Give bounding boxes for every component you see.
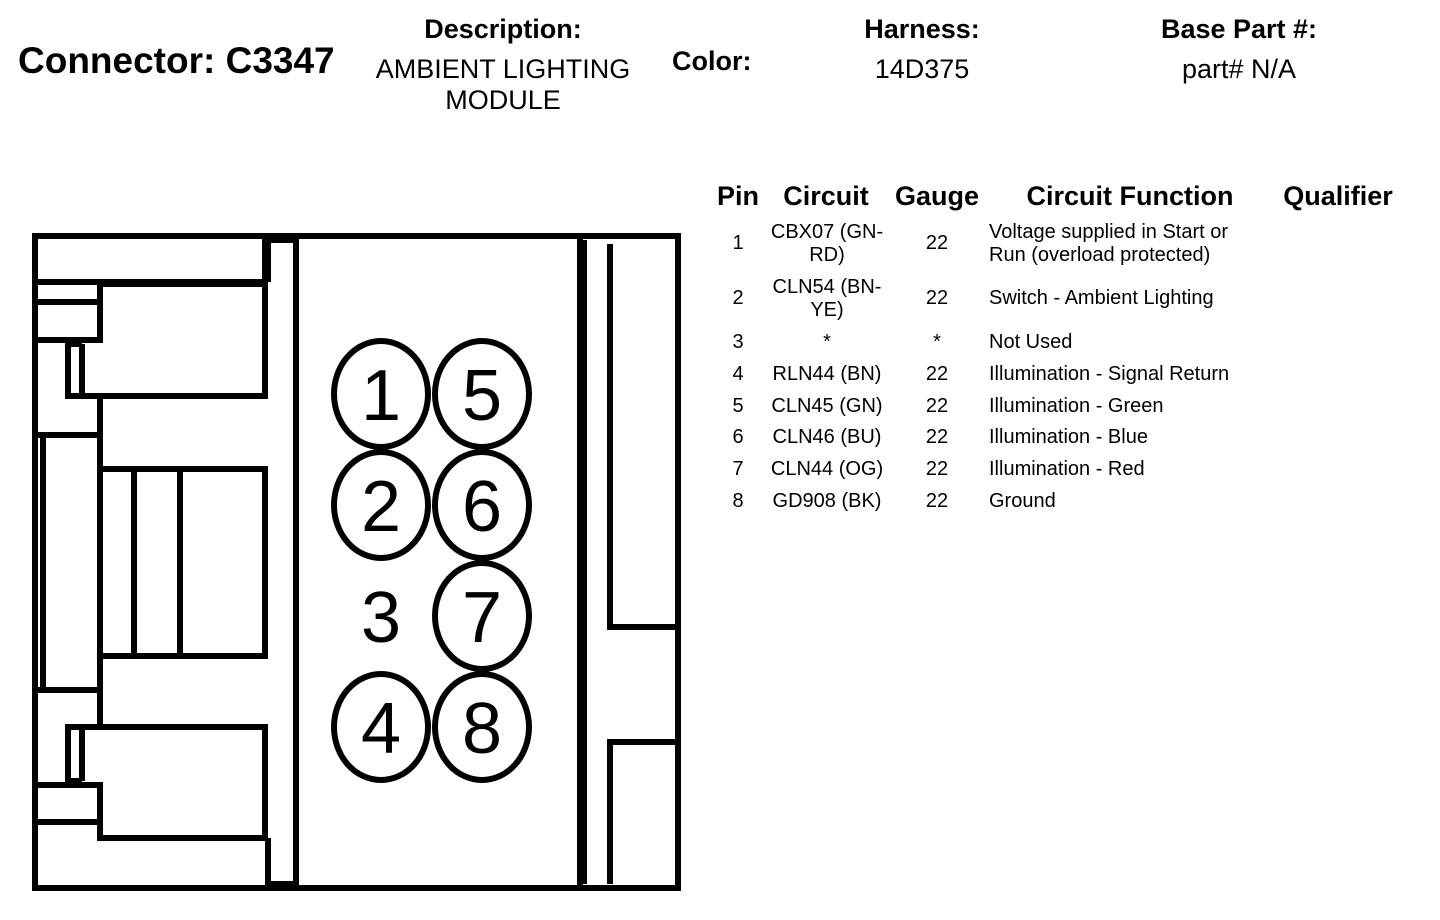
harness-value: 14D375: [874, 54, 970, 84]
base-part-value: part# N/A: [1181, 54, 1297, 84]
gauge-cell: 22: [925, 490, 949, 512]
color-label: Color:: [672, 46, 752, 76]
latch-arm-top: [35, 299, 103, 343]
connector-title: Connector: C3347: [18, 40, 335, 81]
function-line-1: Voltage supplied in Start or: [989, 221, 1229, 243]
connector-face-diagram: 1 2 3 4 5 6 7 8: [32, 233, 681, 891]
pin-1-cavity: [331, 338, 431, 450]
pin-5-cavity: [432, 338, 532, 450]
pin-cell: 7: [732, 458, 744, 480]
pin-cell: 4: [732, 363, 744, 385]
pin-cell: 6: [732, 426, 744, 448]
latch-arm-bottom: [35, 724, 268, 841]
pin-6-cavity: [432, 449, 532, 561]
function-cell: Voltage supplied in Start or Run (overlo…: [989, 221, 1309, 267]
pin-cell: 3: [732, 331, 744, 353]
column-header-circuit-function: Circuit Function: [1026, 181, 1234, 211]
left-housing-top: [35, 337, 103, 438]
circuit-line-2: RD): [809, 244, 845, 266]
description-value: AMBIENT LIGHTING MODULE: [352, 54, 654, 116]
function-cell: Illumination - Green: [989, 395, 1164, 417]
pin-number-3: 3: [361, 578, 401, 658]
function-line-2: Run (overload protected): [989, 244, 1211, 266]
gauge-cell: 22: [925, 458, 949, 480]
pin-number-1: 1: [361, 356, 401, 436]
connector-outline: [32, 233, 681, 891]
pin-number-7: 7: [462, 578, 502, 658]
circuit-line-2: YE): [810, 299, 844, 321]
gauge-cell: 22: [925, 395, 949, 417]
right-housing-top: [607, 244, 678, 630]
circuit-cell: CLN45 (GN): [771, 395, 883, 417]
pin-cell: 5: [732, 395, 744, 417]
pin-7-cavity: [432, 560, 532, 672]
latch-top-outer: [35, 236, 268, 285]
function-cell: Ground: [989, 490, 1056, 512]
gauge-cell: 22: [925, 426, 949, 448]
circuit-cell: CBX07 (GN- RD): [762, 221, 892, 267]
pin-cell: 2: [732, 287, 744, 309]
pin-cell: 1: [732, 232, 744, 254]
gauge-cell: 22: [925, 232, 949, 254]
pin-number-4: 4: [361, 689, 401, 769]
pin-2-cavity: [331, 449, 431, 561]
harness-label: Harness:: [864, 14, 980, 44]
column-header-circuit: Circuit: [783, 181, 869, 211]
circuit-cell: CLN44 (OG): [770, 458, 884, 480]
column-header-gauge: Gauge: [894, 181, 980, 211]
circuit-cell: *: [823, 331, 831, 353]
gauge-cell: 22: [925, 287, 949, 309]
description-label: Description:: [424, 14, 582, 44]
function-cell: Illumination - Red: [989, 458, 1145, 480]
base-part-label: Base Part #:: [1160, 14, 1318, 44]
circuit-cell: CLN46 (BU): [772, 426, 882, 448]
pin-4-cavity: [331, 671, 431, 783]
column-header-pin: Pin: [716, 181, 759, 211]
pin-number-8: 8: [462, 689, 502, 769]
column-header-qualifier: Qualifier: [1283, 181, 1393, 211]
pin-8-cavity: [432, 671, 532, 783]
circuit-cell: RLN44 (BN): [772, 363, 882, 385]
latch-arm-top-right: [97, 281, 268, 399]
function-cell: Illumination - Blue: [989, 426, 1148, 448]
left-housing-bottom: [35, 690, 103, 788]
description-line-1: AMBIENT LIGHTING: [375, 54, 631, 84]
right-housing-bottom: [607, 739, 678, 884]
circuit-cell: GD908 (BK): [772, 490, 882, 512]
pin-cell: 8: [732, 490, 744, 512]
pin-number-6: 6: [462, 467, 502, 547]
circuit-line-1: CLN54 (BN-: [772, 276, 882, 298]
pin-number-2: 2: [361, 467, 401, 547]
function-cell: Switch - Ambient Lighting: [989, 287, 1214, 309]
circuit-cell: CLN54 (BN- YE): [762, 276, 892, 322]
description-line-2: MODULE: [445, 85, 561, 115]
function-cell: Not Used: [989, 331, 1073, 353]
pin-number-5: 5: [462, 356, 502, 436]
gauge-cell: 22: [925, 363, 949, 385]
function-cell: Illumination - Signal Return: [989, 363, 1230, 385]
gauge-cell: *: [933, 331, 941, 353]
circuit-line-1: CBX07 (GN-: [770, 221, 884, 243]
